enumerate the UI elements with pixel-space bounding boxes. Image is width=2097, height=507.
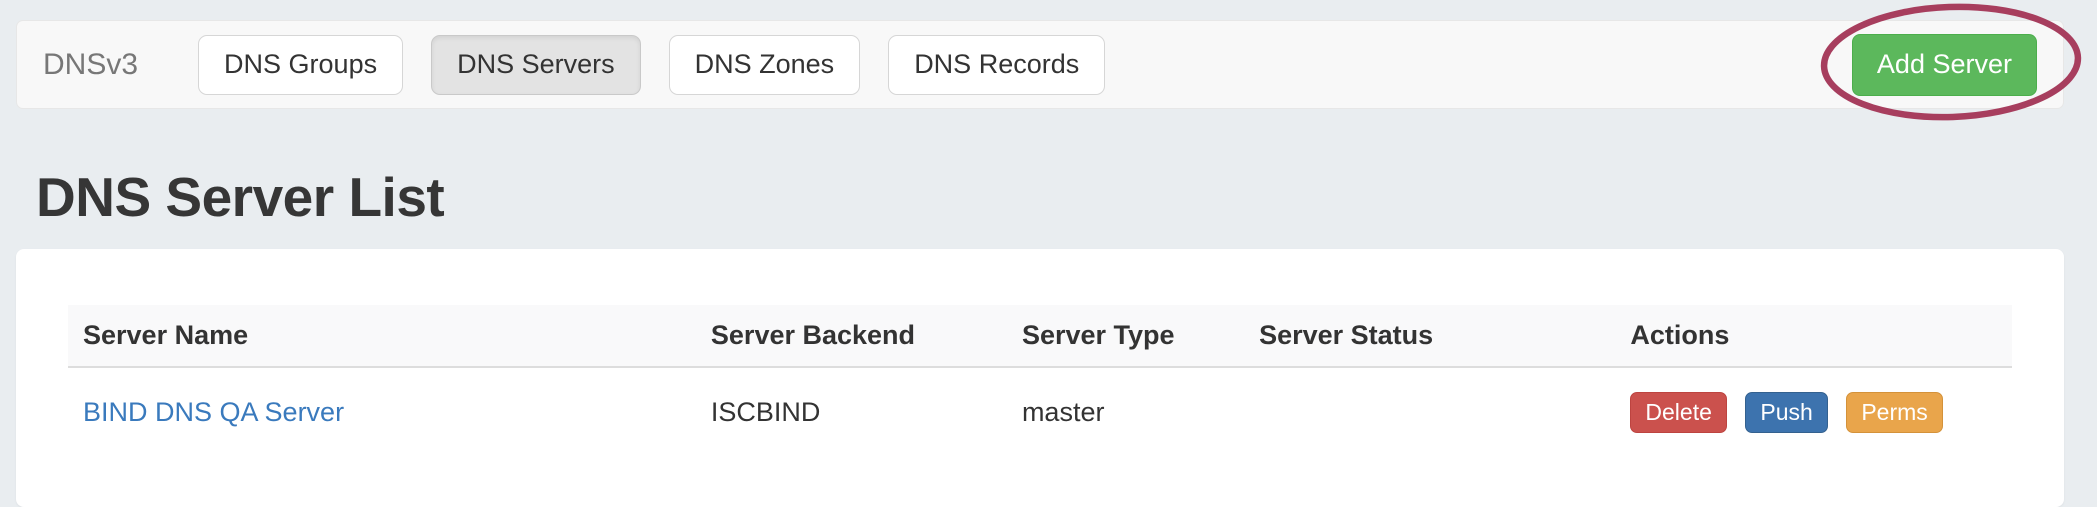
column-header-server-type: Server Type	[1006, 305, 1245, 368]
column-header-server-name: Server Name	[68, 305, 696, 368]
server-list-card: Server Name Server Backend Server Type S…	[16, 249, 2064, 507]
cell-actions: Delete Push Perms	[1615, 367, 2012, 467]
perms-button[interactable]: Perms	[1846, 392, 1943, 433]
column-header-server-backend: Server Backend	[695, 305, 1007, 368]
nav-tab-dns-servers[interactable]: DNS Servers	[431, 34, 641, 95]
page-title: DNS Server List	[36, 166, 445, 228]
nav-tab-dns-records[interactable]: DNS Records	[888, 34, 1106, 95]
server-name-link[interactable]: BIND DNS QA Server	[83, 397, 345, 427]
nav-tab-dns-groups[interactable]: DNS Groups	[198, 34, 404, 95]
brand-dnsv3[interactable]: DNSv3	[43, 47, 139, 81]
navbar: DNSv3 DNS Groups DNS Servers DNS Zones D…	[16, 20, 2064, 109]
table-header-row: Server Name Server Backend Server Type S…	[68, 305, 2012, 368]
column-header-actions: Actions	[1615, 305, 2012, 368]
add-server-button[interactable]: Add Server	[1851, 33, 2037, 96]
cell-server-type: master	[1021, 397, 1105, 427]
table-row: BIND DNS QA Server ISCBIND master Delete…	[68, 367, 2012, 467]
cell-server-backend: ISCBIND	[710, 397, 821, 427]
push-button[interactable]: Push	[1745, 392, 1828, 433]
server-table: Server Name Server Backend Server Type S…	[68, 305, 2012, 467]
nav-tab-dns-zones[interactable]: DNS Zones	[668, 34, 861, 95]
cell-server-name: BIND DNS QA Server	[68, 367, 696, 467]
delete-button[interactable]: Delete	[1630, 392, 1727, 433]
column-header-server-status: Server Status	[1244, 305, 1616, 368]
cell-server-status	[1244, 367, 1615, 467]
